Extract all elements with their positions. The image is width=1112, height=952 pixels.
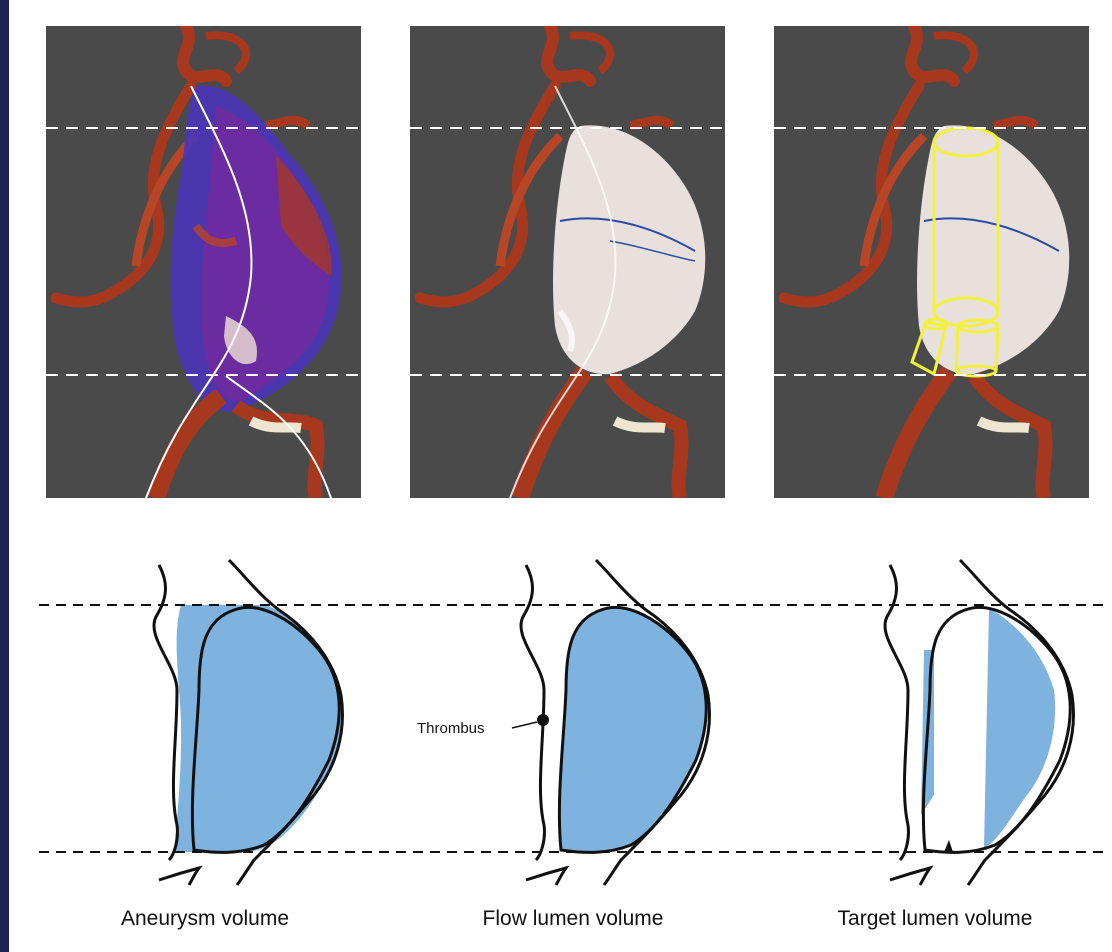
caption-flow-lumen-volume: Flow lumen volume (413, 907, 733, 931)
caption-target-lumen-volume: Target lumen volume (775, 907, 1095, 931)
caption-aneurysm-volume: Aneurysm volume (45, 907, 365, 931)
guide-lines (9, 0, 1112, 952)
figure-canvas: Thrombus Aneurysm volume Flow lum (9, 0, 1112, 952)
